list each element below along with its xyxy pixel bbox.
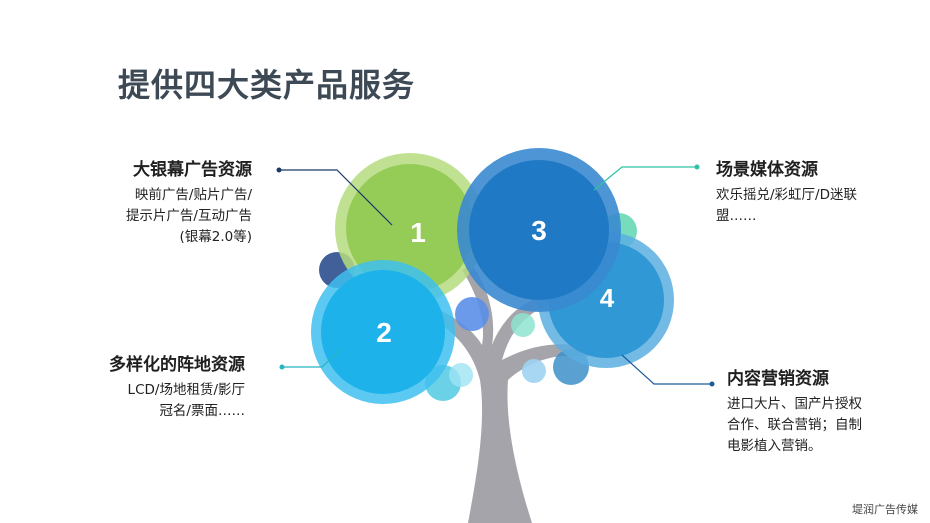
connector-4 xyxy=(621,354,712,385)
connector-2 xyxy=(282,349,341,368)
circle-2-inner xyxy=(321,270,445,394)
connector-1 xyxy=(279,169,393,226)
service-1-description: 映前广告/贴片广告/ 提示片广告/互动广告 (银幕2.0等) xyxy=(100,185,252,248)
service-block-1: 大银幕广告资源 映前广告/贴片广告/ 提示片广告/互动广告 (银幕2.0等) xyxy=(100,155,252,248)
page-title: 提供四大类产品服务 xyxy=(118,66,416,104)
service-3-line-2: 盟…… xyxy=(716,208,757,224)
connector-4-dot xyxy=(709,381,715,387)
service-1-heading: 大银幕广告资源 xyxy=(133,160,252,180)
service-3-heading: 场景媒体资源 xyxy=(716,160,818,180)
connector-3-dot xyxy=(694,164,700,170)
circle-1-inner xyxy=(346,164,474,292)
circle-3-number: 3 xyxy=(531,215,547,246)
service-4-line-3: 电影植入营销。 xyxy=(727,438,822,454)
service-1-line-3: (银幕2.0等) xyxy=(179,229,252,245)
service-2-line-1: LCD/场地租赁/影厅 xyxy=(127,382,245,398)
service-4-line-1: 进口大片、国产片授权 xyxy=(727,396,862,412)
small-circle-aqua-2 xyxy=(449,363,473,387)
connector-1-dot xyxy=(276,167,282,173)
circle-3-inner xyxy=(469,160,609,300)
connector-3 xyxy=(593,166,697,191)
service-4-heading: 内容营销资源 xyxy=(727,369,829,389)
service-3-description: 欢乐摇兑/彩虹厅/D迷联 盟…… xyxy=(716,185,896,227)
watermark: 堤润广告传媒 xyxy=(852,503,918,516)
circle-4-number: 4 xyxy=(600,283,615,313)
service-4-line-2: 合作、联合营销；自制 xyxy=(727,417,862,433)
service-block-4: 内容营销资源 进口大片、国产片授权 合作、联合营销；自制 电影植入营销。 xyxy=(727,364,907,457)
service-3-line-1: 欢乐摇兑/彩虹厅/D迷联 xyxy=(716,187,857,203)
service-block-3: 场景媒体资源 欢乐摇兑/彩虹厅/D迷联 盟…… xyxy=(716,155,896,227)
circle-1-number: 1 xyxy=(410,217,426,248)
service-2-line-2: 冠名/票面…… xyxy=(159,403,245,419)
small-circle-blue xyxy=(455,297,489,331)
service-block-2: 多样化的阵地资源 LCD/场地租赁/影厅 冠名/票面…… xyxy=(80,350,245,422)
small-circle-lightblue xyxy=(522,359,546,383)
service-1-line-2: 提示片广告/互动广告 xyxy=(125,208,252,224)
service-2-description: LCD/场地租赁/影厅 冠名/票面…… xyxy=(80,380,245,422)
service-4-description: 进口大片、国产片授权 合作、联合营销；自制 电影植入营销。 xyxy=(727,394,907,457)
small-circle-mint-2 xyxy=(511,313,535,337)
service-2-heading: 多样化的阵地资源 xyxy=(109,355,245,375)
service-1-line-1: 映前广告/贴片广告/ xyxy=(134,187,252,203)
connector-2-dot xyxy=(279,364,285,370)
circle-2-number: 2 xyxy=(376,317,392,348)
